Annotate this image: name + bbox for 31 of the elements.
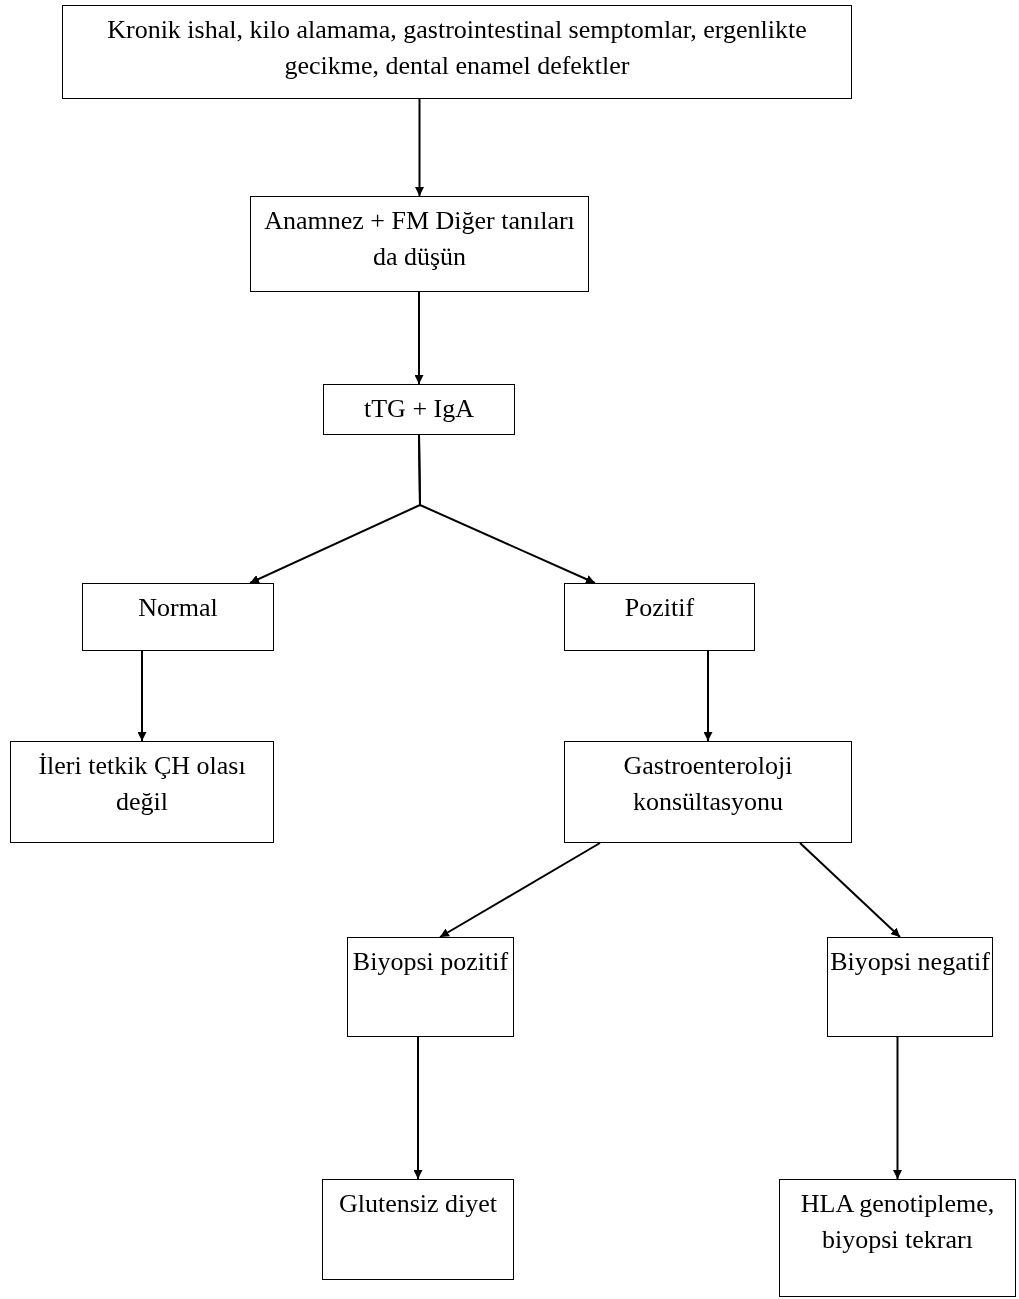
process-box <box>323 384 515 435</box>
box-text: Pozitif <box>624 592 695 624</box>
arrow <box>415 98 424 197</box>
arrow <box>413 1036 423 1180</box>
process-box <box>10 741 274 843</box>
arrow <box>414 291 424 385</box>
process-box <box>564 583 755 651</box>
box-text: Biyopsi pozitif <box>352 946 509 978</box>
arrow <box>439 842 601 938</box>
box-text: tTG + IgA <box>364 393 474 425</box>
process-box <box>322 1179 514 1280</box>
box-text: Normal <box>138 592 218 624</box>
arrow <box>893 1036 902 1180</box>
process-box <box>250 196 589 292</box>
box-text: Anamnez + FM Diğer tanıları da düşün <box>263 205 576 273</box>
arrow <box>137 650 147 742</box>
box-text: Gastroenteroloji konsültasyonu <box>622 750 794 818</box>
box-text: Glutensiz diyet <box>338 1188 498 1220</box>
arrow <box>799 842 901 938</box>
process-box <box>347 937 514 1037</box>
box-text: İleri tetkik ÇH olası değil <box>37 750 247 818</box>
arrow <box>418 434 596 584</box>
process-box <box>779 1179 1016 1297</box>
process-box <box>827 937 993 1037</box>
process-box <box>82 583 274 651</box>
box-text: Biyopsi negatif <box>830 946 990 978</box>
box-text: HLA genotipleme, biyopsi tekrarı <box>799 1188 996 1256</box>
arrow <box>703 650 713 742</box>
box-text: Kronik ishal, kilo alamama, gastrointestinal semptomlar, ergenlikte gecikme, dental enamel defektler <box>106 14 808 82</box>
process-box <box>564 741 852 843</box>
process-box <box>62 5 852 99</box>
